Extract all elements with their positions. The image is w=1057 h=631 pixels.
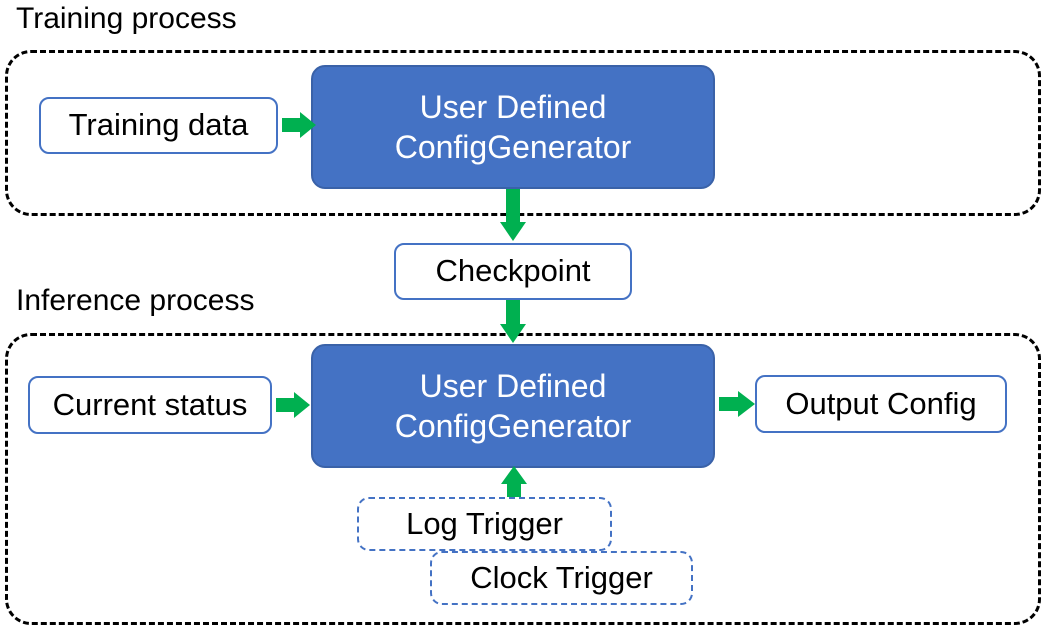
output-config-box[interactable]: Output Config xyxy=(755,375,1007,433)
clock-trigger-label: Clock Trigger xyxy=(470,560,653,595)
checkpoint-label: Checkpoint xyxy=(435,253,591,289)
checkpoint-box[interactable]: Checkpoint xyxy=(394,243,632,300)
training-data-box[interactable]: Training data xyxy=(39,97,278,154)
output-config-label: Output Config xyxy=(785,385,977,421)
training-config-generator-box[interactable]: User Defined ConfigGenerator xyxy=(311,65,715,189)
inference-config-generator-line2: ConfigGenerator xyxy=(394,408,632,444)
inference-config-generator-box[interactable]: User Defined ConfigGenerator xyxy=(311,344,715,468)
inference-config-generator-line1: User Defined xyxy=(419,368,607,404)
log-trigger-box[interactable]: Log Trigger xyxy=(357,497,612,551)
training-process-container xyxy=(5,50,1041,216)
training-data-label: Training data xyxy=(68,107,249,143)
clock-trigger-box[interactable]: Clock Trigger xyxy=(430,551,693,605)
current-status-box[interactable]: Current status xyxy=(28,376,272,434)
current-status-label: Current status xyxy=(52,386,248,422)
inference-process-title: Inference process xyxy=(16,284,255,317)
log-trigger-label: Log Trigger xyxy=(406,506,563,541)
training-process-title: Training process xyxy=(16,2,237,35)
training-config-generator-line1: User Defined xyxy=(419,89,607,125)
training-config-generator-line2: ConfigGenerator xyxy=(394,129,632,165)
